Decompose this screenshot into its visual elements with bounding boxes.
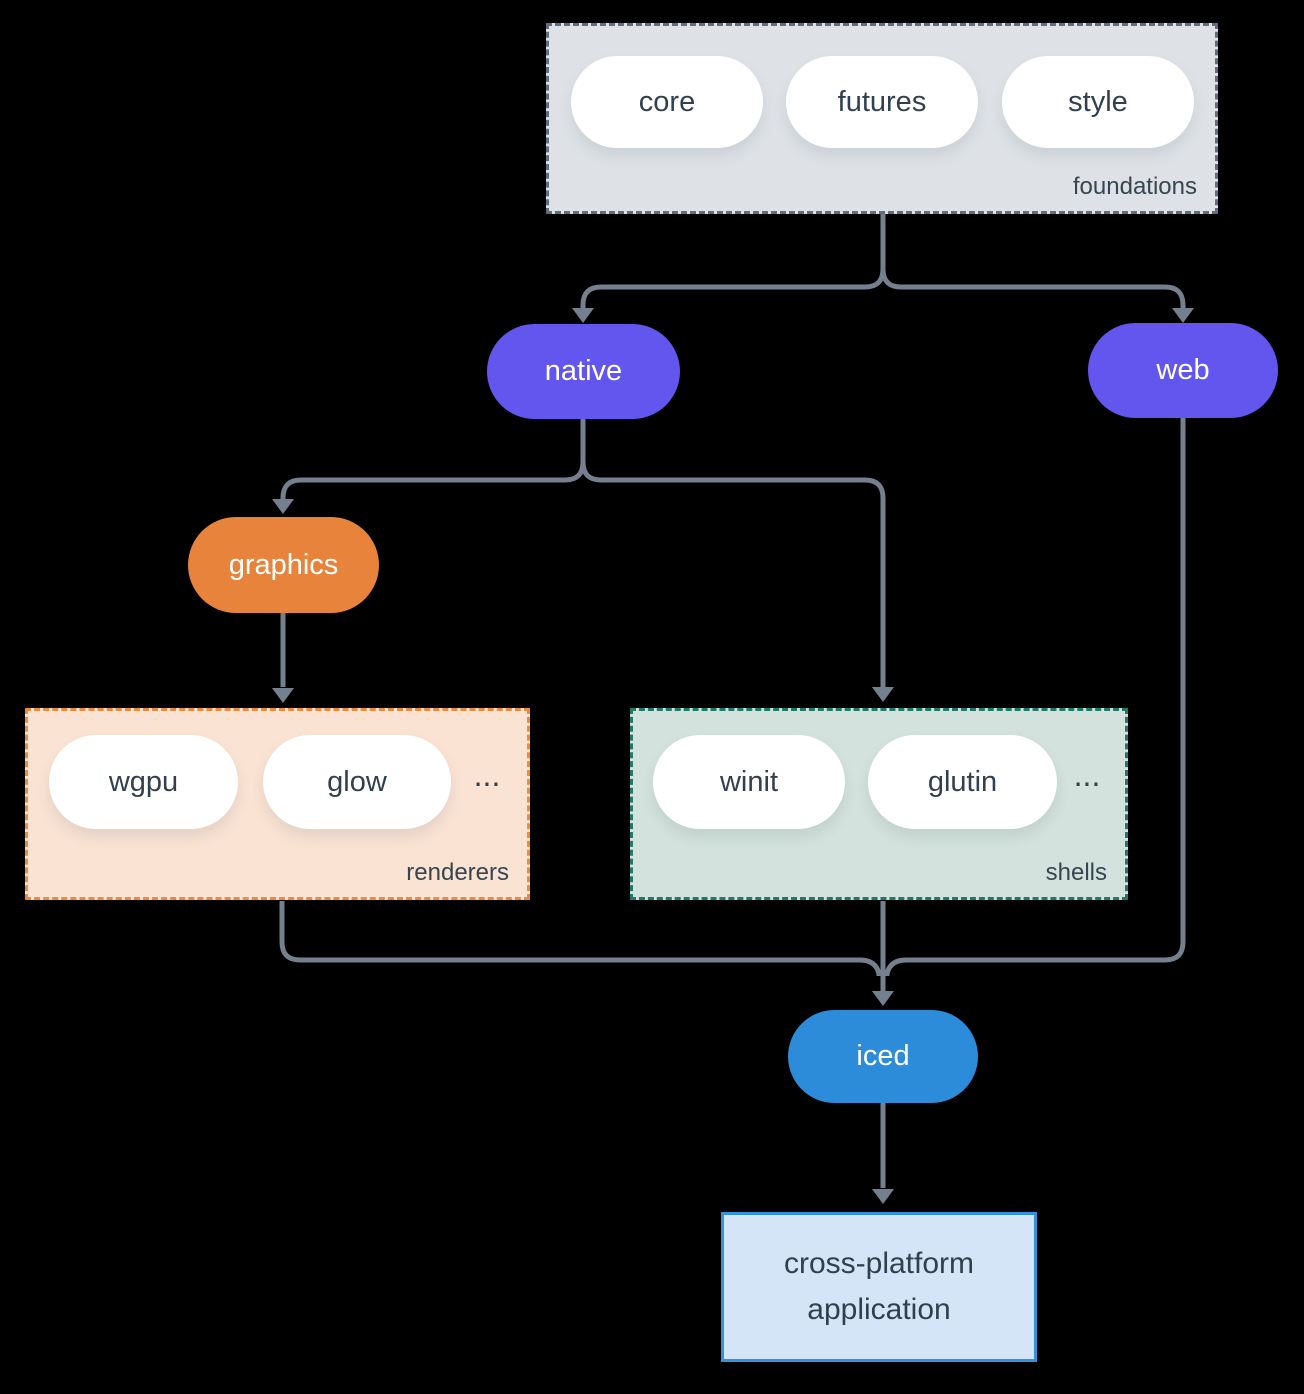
node-winit: winit <box>653 735 845 829</box>
arrowhead-shells <box>872 687 894 702</box>
foundations-label: foundations <box>1072 173 1197 200</box>
renderers-ellipsis: ... <box>473 757 501 793</box>
renderers-label: renderers <box>406 859 509 886</box>
shells-group: winit glutin ... shells <box>630 708 1128 900</box>
arrowhead-application <box>872 1189 894 1204</box>
edge-native-graphics <box>280 418 586 501</box>
edge-foundations-native <box>580 212 886 310</box>
node-graphics: graphics <box>188 517 379 613</box>
node-futures: futures <box>786 56 978 148</box>
node-core: core <box>571 56 763 148</box>
arrowhead-renderers <box>272 688 294 703</box>
node-glutin: glutin <box>868 735 1057 829</box>
shells-ellipsis: ... <box>1073 757 1101 793</box>
arrowhead-web <box>1172 308 1194 323</box>
node-style: style <box>1002 56 1194 148</box>
renderers-group: wgpu glow ... renderers <box>25 708 530 900</box>
node-glow: glow <box>263 735 451 829</box>
arrowhead-iced <box>872 991 894 1006</box>
arrowhead-native <box>572 308 594 323</box>
node-web: web <box>1088 323 1278 418</box>
node-native: native <box>487 324 680 419</box>
edge-renderers-iced <box>279 901 882 976</box>
shells-label: shells <box>1045 859 1107 886</box>
foundations-group: core futures style foundations <box>546 23 1218 214</box>
node-iced: iced <box>788 1010 978 1103</box>
node-wgpu: wgpu <box>49 735 238 829</box>
edge-foundations-web <box>880 268 1186 310</box>
arrowhead-graphics <box>272 499 294 514</box>
edge-native-shells <box>580 461 886 687</box>
node-cross-platform-application: cross-platform application <box>721 1212 1037 1362</box>
edge-web-iced <box>884 418 1186 976</box>
